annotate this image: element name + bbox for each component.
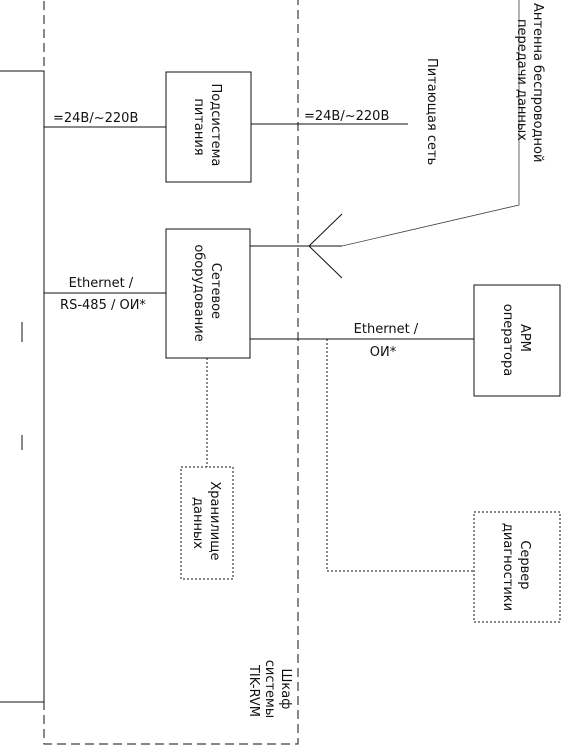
power-out-label: =24В/~220В: [304, 109, 389, 124]
antenna-icon: [308, 213, 343, 279]
network-equipment-label: Сетевое оборудование: [191, 244, 223, 341]
power-subsystem-label: Подсистема питания: [191, 84, 223, 171]
data-storage-label: Хранилище данных: [190, 481, 222, 564]
operator-workstation-label: АРМ оператора: [500, 304, 532, 376]
diagnostics-server-label: Сервер диагностики: [500, 523, 532, 611]
left-ethernet-label: Ethernet / RS-485 / ОИ*: [60, 276, 146, 313]
right-ethernet-label: Ethernet / ОИ*: [354, 322, 423, 360]
antenna-callout-line: [341, 0, 520, 247]
cabinet-label: Шкаф системы TIK-RVM: [246, 660, 293, 723]
data-storage-box: [180, 466, 234, 580]
power-in-label: =24В/~220В: [53, 111, 138, 126]
network-equipment-box: [165, 228, 251, 359]
power-subsystem-box: [165, 71, 252, 183]
left-device-outline: [0, 70, 45, 703]
operator-workstation-box: [473, 284, 561, 397]
diagnostics-dotted-wire: [326, 339, 474, 572]
antenna-label: Антенна беспроводной передачи данных: [514, 3, 545, 167]
power-grid-label: Питающая сеть: [424, 58, 439, 165]
diagnostics-server-box: [473, 511, 561, 623]
